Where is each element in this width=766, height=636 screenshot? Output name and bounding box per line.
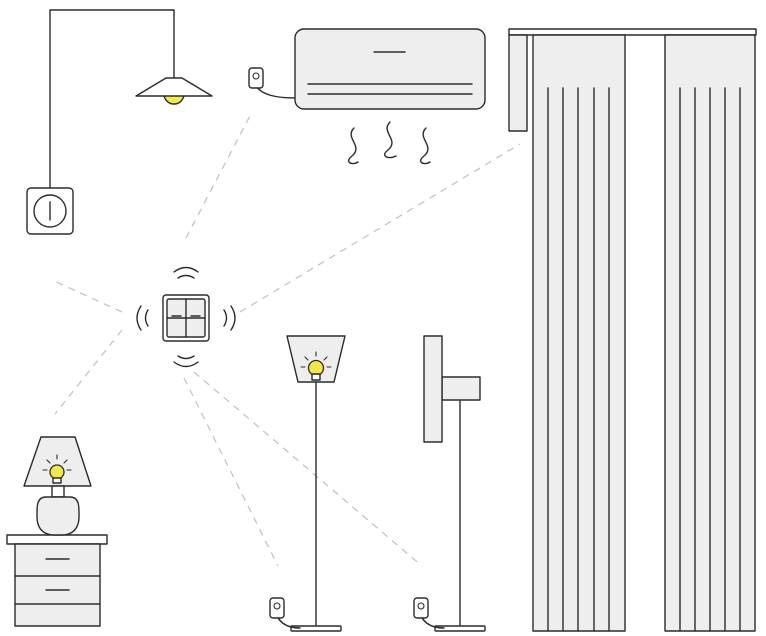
connection-line-fan bbox=[193, 371, 423, 567]
curtain-folds bbox=[547, 87, 741, 632]
floor-lamp[interactable] bbox=[269, 335, 346, 632]
connection-line-floor-lamp bbox=[183, 377, 279, 567]
signal-waves bbox=[136, 266, 236, 368]
connection-line-curtain bbox=[239, 143, 521, 313]
air-conditioner[interactable] bbox=[294, 28, 486, 165]
nightstand-icon bbox=[14, 543, 101, 627]
floor-lamp-bulb bbox=[300, 351, 332, 381]
airflow-waves bbox=[348, 121, 431, 165]
floor-lamp-icon bbox=[286, 335, 346, 383]
smart-switch-hub[interactable] bbox=[136, 266, 236, 368]
table-lamp-bulb bbox=[42, 454, 72, 484]
standing-fan[interactable] bbox=[413, 335, 486, 632]
curtain-icon bbox=[532, 34, 626, 632]
table-lamp-icon bbox=[23, 436, 92, 487]
curtain-motor bbox=[508, 34, 528, 132]
connection-line-ac bbox=[185, 111, 253, 239]
curtains[interactable] bbox=[508, 28, 757, 632]
connection-line-wall bbox=[51, 279, 123, 313]
standing-fan-icon bbox=[423, 335, 443, 443]
wall-switch[interactable] bbox=[26, 187, 74, 235]
fan-plug bbox=[413, 597, 445, 629]
pendant-lamp[interactable] bbox=[49, 9, 213, 189]
nightstand[interactable] bbox=[6, 534, 108, 627]
floor-lamp-plug bbox=[269, 597, 301, 629]
connection-line-table-lamp bbox=[54, 329, 123, 415]
ac-plug bbox=[248, 67, 297, 99]
air-conditioner-icon bbox=[294, 28, 486, 110]
wireless-connections bbox=[51, 111, 521, 567]
curtain-rail bbox=[508, 28, 757, 36]
pendant-lamp-icon bbox=[135, 77, 213, 97]
table-lamp[interactable] bbox=[23, 436, 92, 536]
